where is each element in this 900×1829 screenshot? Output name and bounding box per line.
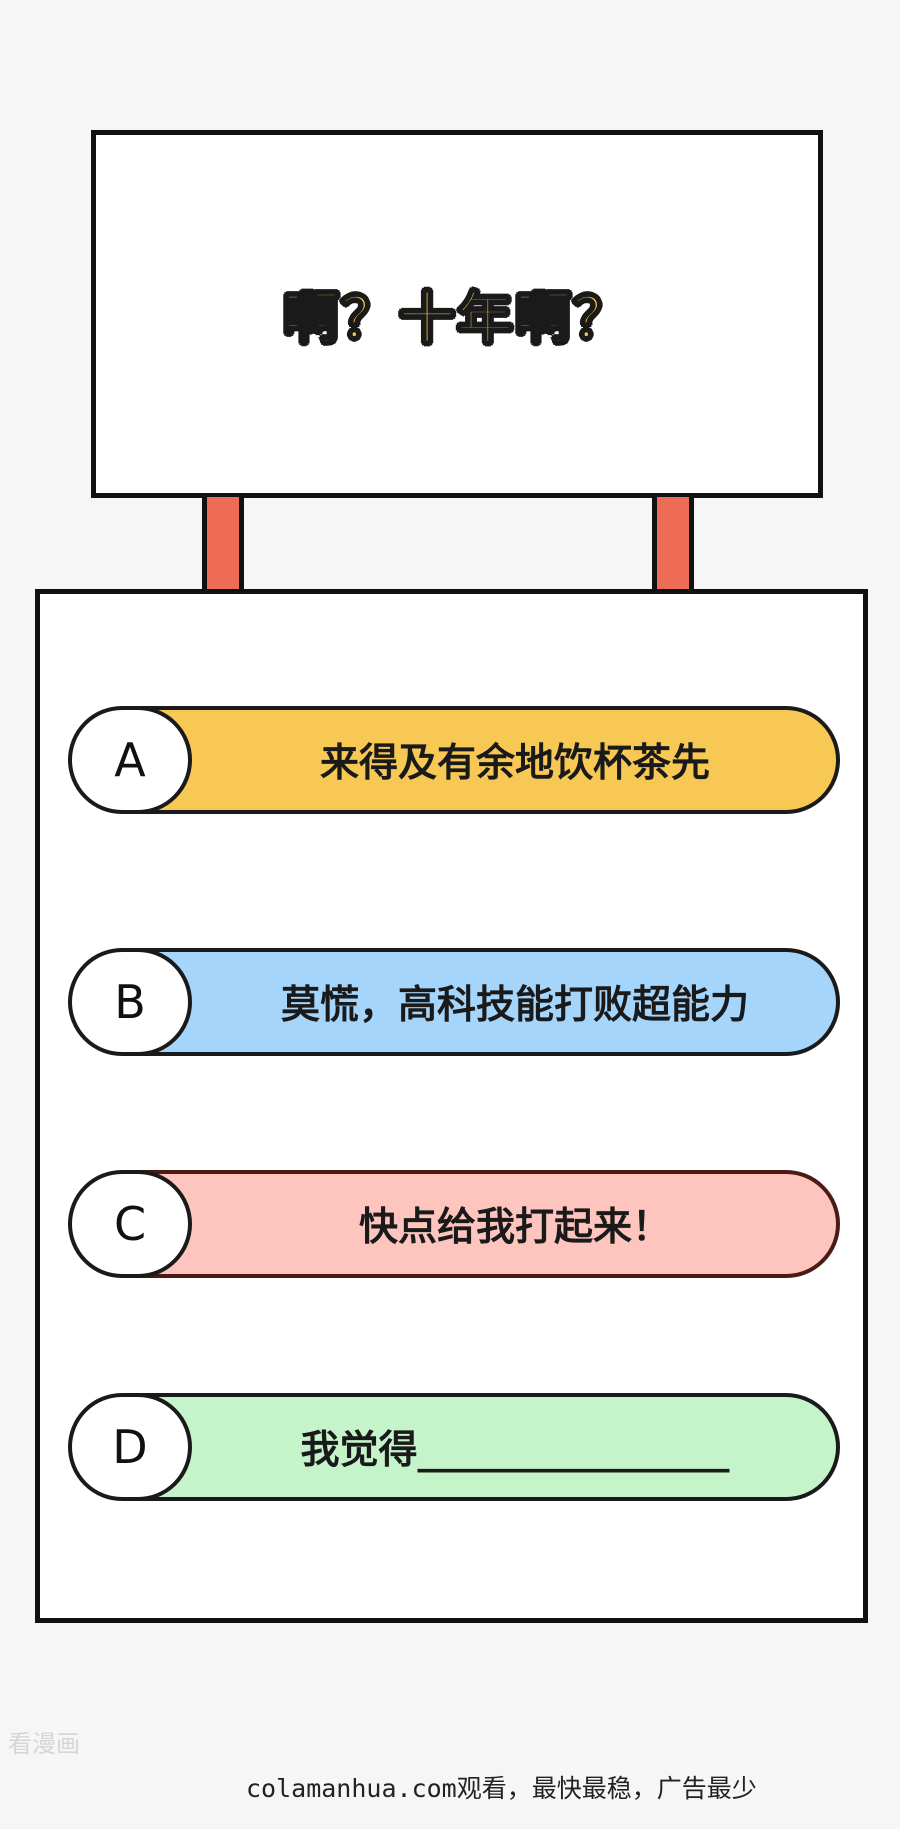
option-d-text: 我觉得________________ — [130, 1393, 840, 1501]
option-c[interactable]: 快点给我打起来！ C — [68, 1170, 840, 1278]
option-b[interactable]: 莫慌，高科技能打败超能力 B — [68, 948, 840, 1056]
option-a-letter: A — [68, 706, 192, 814]
sign-post-right — [652, 497, 694, 590]
option-c-text: 快点给我打起来！ — [130, 1170, 840, 1278]
footer-text: colamanhua.com观看，最快最稳，广告最少 — [246, 1774, 757, 1803]
option-c-letter: C — [68, 1170, 192, 1278]
option-a-text: 来得及有余地饮杯茶先 — [130, 706, 840, 814]
watermark: 看漫画 — [8, 1730, 80, 1758]
option-d-letter: D — [68, 1393, 192, 1501]
option-b-letter: B — [68, 948, 192, 1056]
question-sign: 啊？十年啊？ — [91, 130, 823, 498]
option-d[interactable]: 我觉得________________ D — [68, 1393, 840, 1501]
option-b-text: 莫慌，高科技能打败超能力 — [130, 948, 840, 1056]
option-a[interactable]: 来得及有余地饮杯茶先 A — [68, 706, 840, 814]
sign-title: 啊？十年啊？ — [282, 286, 631, 353]
sign-post-left — [202, 497, 244, 590]
